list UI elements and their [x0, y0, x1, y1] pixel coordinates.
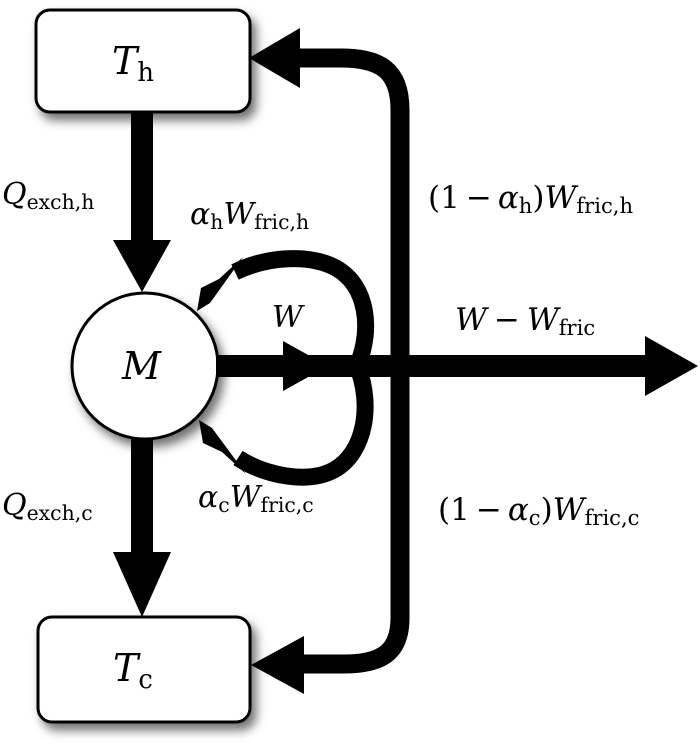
w-minus-base1: W [455, 302, 487, 338]
oma-c-w-sub: fric,c [584, 505, 640, 531]
oma-h-alpha: α [497, 180, 519, 216]
alpha-h-symbol: α [190, 197, 211, 232]
q-exch-c-sub: exch,c [26, 501, 93, 526]
q-exch-h-base: Q [2, 177, 27, 212]
label-alpha-h-w-fric-h: αhWfric,h [190, 197, 309, 233]
node-hot-reservoir-label: Th [112, 39, 154, 86]
oma-h-operator: − [465, 180, 492, 216]
oma-c-one: 1 [450, 492, 470, 528]
arrow-return-to-cold-reservoir [251, 366, 410, 694]
node-cold-reservoir-box [36, 615, 252, 724]
arrow-return-to-hot-reservoir [249, 28, 410, 366]
arrow-alpha-c-friction-loop [199, 364, 374, 486]
oma-c-close: ) [540, 492, 553, 528]
q-exch-c-base: Q [2, 488, 27, 523]
oma-h-one: 1 [440, 180, 460, 216]
arrow-q-exch-c [113, 436, 171, 617]
oma-h-close: ) [532, 180, 545, 216]
oma-h-w-base: W [544, 180, 577, 216]
oma-c-open: ( [438, 492, 451, 528]
oma-c-alpha-sub: c [528, 505, 541, 531]
oma-h-open: ( [428, 180, 441, 216]
oma-h-w-sub: fric,h [576, 193, 634, 219]
alpha-h-w-sub: fric,h [254, 210, 310, 235]
alpha-h-sub: h [210, 210, 224, 235]
alpha-h-w-base: W [223, 197, 255, 232]
oma-h-alpha-sub: h [518, 193, 533, 219]
label-one-minus-alpha-c-w-fric-c: (1−αc)Wfric,c [438, 492, 640, 529]
hot-reservoir-sub: h [137, 57, 154, 88]
label-alpha-c-w-fric-c: αcWfric,c [198, 480, 314, 516]
arrow-q-exch-h [113, 112, 171, 292]
w-base: W [272, 300, 303, 335]
alpha-c-sub: c [218, 493, 230, 518]
cold-reservoir-base: T [113, 646, 139, 690]
alpha-c-symbol: α [198, 480, 219, 515]
w-minus-sub2: fric [558, 315, 596, 341]
oma-c-w-base: W [552, 492, 585, 528]
label-one-minus-alpha-h-w-fric-h: (1−αh)Wfric,h [428, 180, 633, 217]
arrow-alpha-h-friction-loop [197, 250, 375, 368]
machine-base: M [122, 344, 161, 388]
hot-reservoir-base: T [112, 39, 138, 83]
node-machine-label: M [122, 347, 161, 385]
label-w-minus-w-fric: W−Wfric [455, 302, 595, 339]
alpha-c-w-base: W [229, 480, 261, 515]
node-cold-reservoir-label: Tc [113, 646, 153, 693]
oma-c-alpha: α [507, 492, 529, 528]
w-minus-base2: W [526, 302, 559, 338]
alpha-c-w-sub: fric,c [260, 493, 314, 518]
label-w: W [272, 303, 303, 333]
label-q-exch-h: Qexch,h [2, 177, 94, 213]
arrow-work-output-line [216, 336, 698, 396]
w-minus-operator: − [493, 302, 520, 338]
label-q-exch-c: Qexch,c [2, 488, 93, 524]
cold-reservoir-sub: c [138, 664, 153, 695]
q-exch-h-sub: exch,h [26, 190, 95, 215]
oma-c-operator: − [475, 492, 502, 528]
